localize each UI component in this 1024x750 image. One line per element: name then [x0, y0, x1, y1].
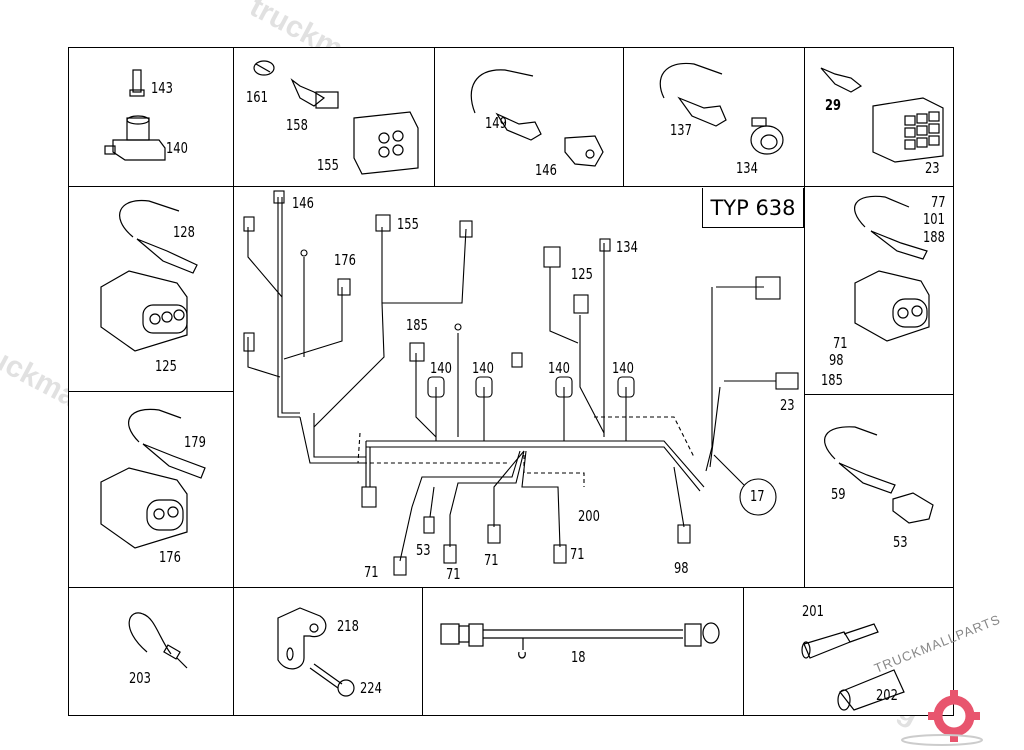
part-label: 101	[923, 210, 945, 228]
cell-top-2[interactable]: 161 158 155	[233, 47, 435, 187]
wiring-harness-drawing	[243, 190, 799, 576]
cell-top-4[interactable]: 137 134	[623, 47, 805, 187]
part-label: 146	[535, 161, 557, 179]
part-label: 53	[893, 533, 908, 551]
harness-label: 71	[446, 565, 461, 583]
harness-label: 140	[472, 359, 494, 377]
harness-label: 53	[416, 541, 431, 559]
harness-label: 176	[334, 251, 356, 269]
part-label: 71	[833, 334, 848, 352]
part-label: 202	[876, 686, 898, 704]
part-label: 203	[129, 669, 151, 687]
part-label: 188	[923, 228, 945, 246]
cable-tie-203-drawing	[128, 612, 188, 669]
cell-right-2[interactable]: 59 53	[804, 394, 954, 588]
part-label: 149	[485, 114, 507, 132]
harness-label: 140	[612, 359, 634, 377]
part-label: 176	[159, 548, 181, 566]
part-label: 137	[670, 121, 692, 139]
cell-right-1[interactable]: 77 101 188 71 98 185	[804, 186, 954, 395]
cell-bottom-3[interactable]: 18	[422, 587, 744, 716]
harness-label: 125	[571, 265, 593, 283]
harness-label: 146	[292, 194, 314, 212]
part-label: 155	[317, 156, 339, 174]
type-label: TYP 638	[702, 188, 804, 228]
connector-155-drawing	[253, 60, 419, 175]
harness-label: 140	[430, 359, 452, 377]
part-label: 29	[825, 96, 841, 114]
part-label: 125	[155, 357, 177, 375]
connector-23-drawing	[820, 67, 944, 163]
harness-label: 71	[570, 545, 585, 563]
harness-label: 155	[397, 215, 419, 233]
cell-bottom-4[interactable]: 201 202	[743, 587, 954, 716]
part-label: 77	[931, 193, 946, 211]
cell-left-2[interactable]: 179 176	[68, 391, 234, 588]
harness-label: 200	[578, 507, 600, 525]
part-label: 201	[802, 602, 824, 620]
cell-top-3[interactable]: 149 146	[434, 47, 624, 187]
part-label: 128	[173, 223, 195, 241]
harness-label: 71	[484, 551, 499, 569]
connector-125-drawing	[100, 199, 198, 352]
part-label: 59	[831, 485, 846, 503]
harness-cell[interactable]: 146 155 176 134 125 185 140 140 140 140 …	[233, 186, 805, 588]
cable-18-drawing	[440, 622, 720, 659]
truckmall-logo: TRUCKMALLPARTS	[862, 611, 1022, 750]
connector-53-drawing	[824, 426, 934, 524]
cell-bottom-1[interactable]: 203	[68, 587, 234, 716]
gear-icon	[901, 690, 983, 746]
harness-label: 140	[548, 359, 570, 377]
part-label: 140	[166, 139, 188, 157]
harness-label: 134	[616, 238, 638, 256]
part-label: 185	[821, 371, 843, 389]
cell-left-1[interactable]: 128 125	[68, 186, 234, 392]
plug-201-drawing	[801, 623, 905, 711]
sensor-140-drawing	[104, 69, 166, 161]
cell-top-5[interactable]: 29 23	[804, 47, 954, 187]
connector-146-drawing	[470, 69, 604, 167]
part-label: 218	[337, 617, 359, 635]
harness-label: 98	[674, 559, 689, 577]
part-label: 143	[151, 79, 173, 97]
connector-176-drawing	[100, 408, 206, 549]
bracket-218-drawing	[277, 607, 355, 697]
part-label: 18	[571, 648, 586, 666]
part-label: 224	[360, 679, 382, 697]
cell-bottom-2[interactable]: 218 224	[233, 587, 423, 716]
harness-label: 71	[364, 563, 379, 581]
connector-71-drawing	[854, 195, 930, 342]
cell-top-1[interactable]: 143 140	[68, 47, 234, 187]
part-label: 98	[829, 351, 844, 369]
part-label: 158	[286, 116, 308, 134]
harness-label: 185	[406, 316, 428, 334]
part-label: 23	[925, 159, 940, 177]
harness-label: 17	[750, 487, 765, 505]
connector-134-drawing	[659, 62, 784, 155]
part-label: 161	[246, 88, 268, 106]
part-label: 134	[736, 159, 758, 177]
part-label: 179	[184, 433, 206, 451]
harness-label: 23	[780, 396, 795, 414]
